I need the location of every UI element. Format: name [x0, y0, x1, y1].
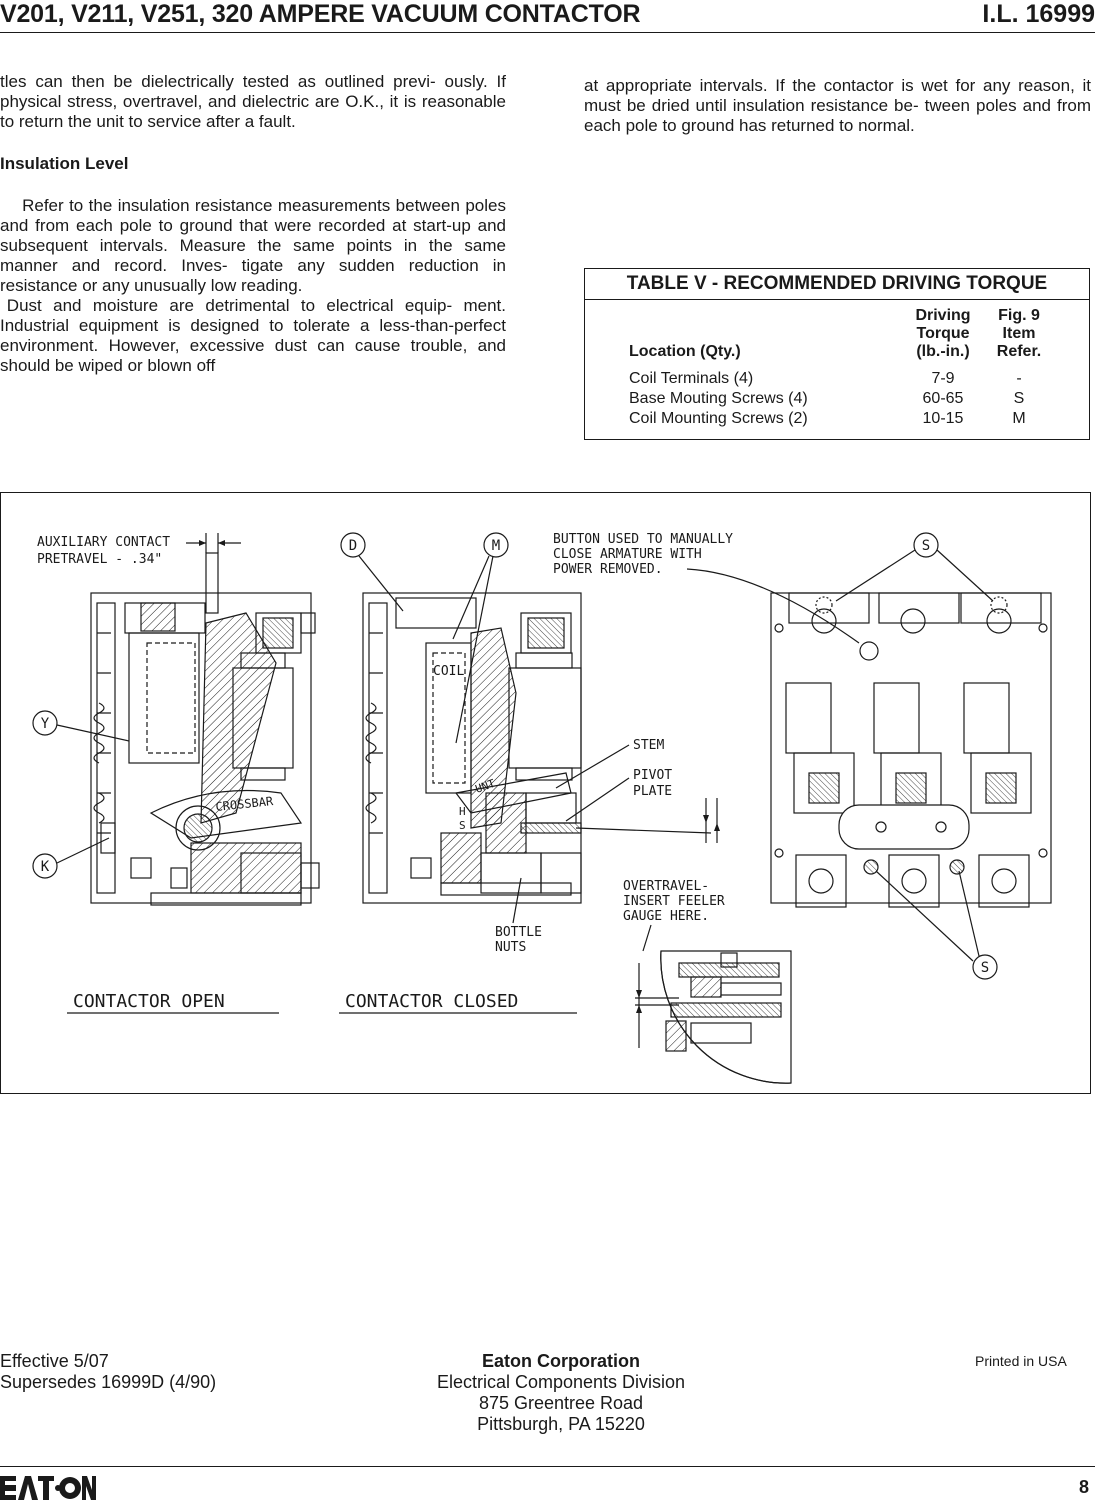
- callout-y: Y: [41, 716, 50, 732]
- company-name: Eaton Corporation: [482, 1351, 640, 1371]
- header-location: Location (Qty.): [629, 343, 741, 360]
- overtravel-detail: [635, 950, 792, 1084]
- cell-ref: S: [1013, 390, 1025, 407]
- contactor-open-drawing: [90, 533, 320, 906]
- header-ref-line3: Refer.: [996, 343, 1042, 360]
- supersedes-note: Supersedes 16999D (4/90): [0, 1372, 217, 1392]
- footer-address-block: Eaton Corporation Electrical Components …: [380, 1351, 742, 1435]
- division-name: Electrical Components Division: [436, 1372, 686, 1392]
- torque-table: TABLE V - RECOMMENDED DRIVING TORQUE Dri…: [584, 268, 1090, 440]
- caption-contactor-closed: CONTACTOR CLOSED: [345, 991, 518, 1012]
- left-text-column: tles can then be dielectrically tested a…: [0, 72, 506, 376]
- table-rule: [585, 299, 1089, 300]
- label-pretravel: PRETRAVEL - .34": [37, 552, 162, 567]
- section-heading: Insulation Level: [0, 154, 129, 173]
- contactor-drawing: AUXILIARY CONTACT PRETRAVEL - .34" Y K C…: [32, 532, 1052, 1084]
- svg-text:S: S: [459, 819, 466, 832]
- table-title: TABLE V - RECOMMENDED DRIVING TORQUE: [626, 273, 1048, 294]
- cell-torque: 10-15: [922, 410, 964, 427]
- label-button-line3: POWER REMOVED.: [553, 562, 663, 577]
- cell-location: Base Mouting Screws (4): [629, 390, 808, 407]
- label-crossbar: CROSSBAR: [215, 794, 275, 814]
- label-overtravel-line3: GAUGE HERE.: [623, 909, 709, 924]
- label-overtravel-line1: OVERTRAVEL-: [623, 879, 709, 894]
- paragraph: at appropriate intervals. If the contact…: [584, 76, 1091, 135]
- label-button-line2: CLOSE ARMATURE WITH: [553, 547, 702, 562]
- callout-k: K: [41, 859, 50, 875]
- label-coil: COIL: [433, 664, 464, 679]
- label-auxiliary-contact: AUXILIARY CONTACT: [37, 535, 170, 550]
- contactor-top-view: [770, 592, 1052, 908]
- paragraph: tles can then be dielectrically tested a…: [0, 72, 506, 131]
- cell-location: Coil Mounting Screws (2): [629, 410, 808, 427]
- document-title: V201, V211, V251, 320 AMPERE VACUUM CONT…: [0, 0, 641, 28]
- contactor-figure: AUXILIARY CONTACT PRETRAVEL - .34" Y K C…: [0, 492, 1091, 1094]
- footer-effective-block: Effective 5/07 Supersedes 16999D (4/90): [0, 1351, 216, 1393]
- cell-torque: 60-65: [922, 390, 964, 407]
- page-header: V201, V211, V251, 320 AMPERE VACUUM CONT…: [0, 0, 1095, 33]
- paragraph: Dust and moisture are detrimental to ele…: [0, 296, 506, 375]
- cell-location: Coil Terminals (4): [629, 370, 754, 387]
- contactor-closed-drawing: COIL H S UNT: [362, 592, 712, 904]
- label-pivot-line2: PLATE: [633, 784, 672, 799]
- callout-d: D: [349, 538, 357, 554]
- callout-s-bottom: S: [981, 960, 989, 976]
- city-address: Pittsburgh, PA 15220: [477, 1414, 645, 1434]
- printed-in-usa: Printed in USA: [975, 1353, 1067, 1369]
- header-torque-line3: (lb.-in.): [916, 343, 970, 360]
- header-torque-line1: Driving: [915, 307, 971, 324]
- label-bottle-line1: BOTTLE: [495, 925, 542, 940]
- callout-s-top: S: [922, 538, 930, 554]
- svg-text:H: H: [459, 805, 466, 818]
- label-bottle-line2: NUTS: [495, 940, 526, 955]
- header-ref-line1: Fig. 9: [998, 307, 1040, 324]
- cell-ref: M: [1012, 410, 1026, 427]
- cell-torque: 7-9: [931, 370, 955, 387]
- document-id: I.L. 16999: [982, 0, 1095, 28]
- page-number: 8: [1078, 1477, 1089, 1497]
- paragraph: Refer to the insulation resistance measu…: [0, 196, 506, 295]
- footer-rule: [0, 1466, 1095, 1467]
- label-button-line1: BUTTON USED TO MANUALLY: [553, 532, 733, 547]
- label-stem: STEM: [633, 738, 664, 753]
- label-pivot-line1: PIVOT: [633, 768, 672, 783]
- cell-ref: -: [1016, 370, 1022, 387]
- right-text-column: at appropriate intervals. If the contact…: [584, 76, 1091, 136]
- label-overtravel-line2: INSERT FEELER: [623, 894, 725, 909]
- caption-contactor-open: CONTACTOR OPEN: [73, 991, 225, 1012]
- header-ref-line2: Item: [1002, 325, 1036, 342]
- eaton-logo: [0, 1476, 96, 1500]
- callout-m: M: [492, 538, 500, 554]
- street-address: 875 Greentree Road: [478, 1393, 644, 1413]
- header-torque-line2: Torque: [916, 325, 970, 342]
- effective-date: Effective 5/07: [0, 1351, 109, 1371]
